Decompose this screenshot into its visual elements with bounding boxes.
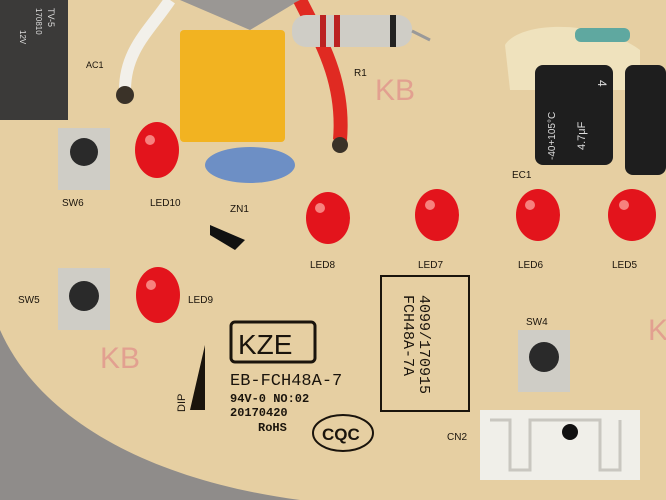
label-led10: LED10 — [150, 198, 181, 209]
relay-model: TV-5 — [46, 8, 56, 27]
varistor-zn1 — [205, 147, 295, 183]
led-highlights — [145, 135, 629, 290]
label-led8: LED8 — [310, 260, 335, 271]
brand-kze: KZE — [238, 329, 292, 360]
label-sw4: SW4 — [526, 317, 548, 328]
svg-text:170810: 170810 — [34, 8, 43, 35]
solder-pad — [116, 86, 134, 104]
cap-temp: -40+105°C — [547, 112, 558, 160]
cqc-mark: CQC — [322, 425, 360, 444]
led7 — [415, 189, 459, 241]
label-ec1: EC1 — [512, 170, 532, 181]
led5 — [608, 189, 656, 241]
svg-text:4.7μF: 4.7μF — [576, 121, 588, 150]
label-zn1: ZN1 — [230, 204, 249, 215]
label-cn2: CN2 — [447, 432, 467, 443]
kb-mark-top: KB — [375, 74, 415, 107]
stamp-box — [380, 275, 470, 412]
label-led5: LED5 — [612, 260, 637, 271]
stamp-line2: FCH48A-7A — [399, 295, 416, 376]
brand-box — [229, 320, 317, 364]
resistor — [575, 28, 630, 42]
resistor-r1 — [292, 15, 431, 47]
solder-pad — [332, 137, 348, 153]
switch-sw4[interactable] — [518, 330, 570, 392]
board-cutout — [0, 0, 300, 30]
relay-code: 170810 — [34, 8, 43, 35]
svg-text:TV-5: TV-5 — [46, 8, 56, 27]
x-capacitor — [180, 30, 285, 142]
board-date: 20170420 — [230, 406, 288, 420]
led8 — [306, 192, 350, 244]
svg-text:4: 4 — [595, 80, 609, 87]
label-ac1: AC1 — [86, 60, 104, 70]
relay — [0, 0, 68, 120]
rohs-mark: RoHS — [258, 421, 287, 435]
ink-mark — [210, 225, 245, 250]
dip-arrow — [190, 345, 205, 410]
electrolytic-capacitor — [535, 65, 613, 165]
cap-value: 4.7μF — [576, 121, 588, 150]
kb-mark-left: KB — [100, 342, 140, 375]
label-sw6: SW6 — [62, 198, 84, 209]
stamp-line1: 4099/170915 — [415, 295, 432, 394]
board-rating: 94V-0 NO:02 — [230, 392, 309, 406]
cqc-ring — [312, 414, 374, 452]
led9 — [136, 267, 180, 323]
svg-text:-40+105°C: -40+105°C — [547, 112, 558, 160]
led6 — [516, 189, 560, 241]
switch-sw5[interactable] — [58, 268, 110, 330]
label-led9: LED9 — [188, 295, 213, 306]
relay-voltage: 12V — [18, 30, 27, 45]
label-led6: LED6 — [518, 260, 543, 271]
label-sw5: SW5 — [18, 295, 40, 306]
led10 — [135, 122, 179, 178]
kb-mark-right: K — [648, 314, 666, 347]
label-led7: LED7 — [418, 260, 443, 271]
label-r1: R1 — [354, 68, 367, 79]
board-model: EB-FCH48A-7 — [230, 372, 342, 391]
electrolytic-capacitor — [625, 65, 666, 175]
white-wire — [119, 0, 175, 91]
switch-sw6[interactable] — [58, 128, 110, 190]
connector-cn2 — [480, 410, 640, 480]
red-wire — [293, 0, 348, 141]
svg-text:12V: 12V — [18, 30, 27, 45]
label-dip: DIP — [176, 394, 188, 412]
cap-rating: 4 — [595, 80, 609, 87]
